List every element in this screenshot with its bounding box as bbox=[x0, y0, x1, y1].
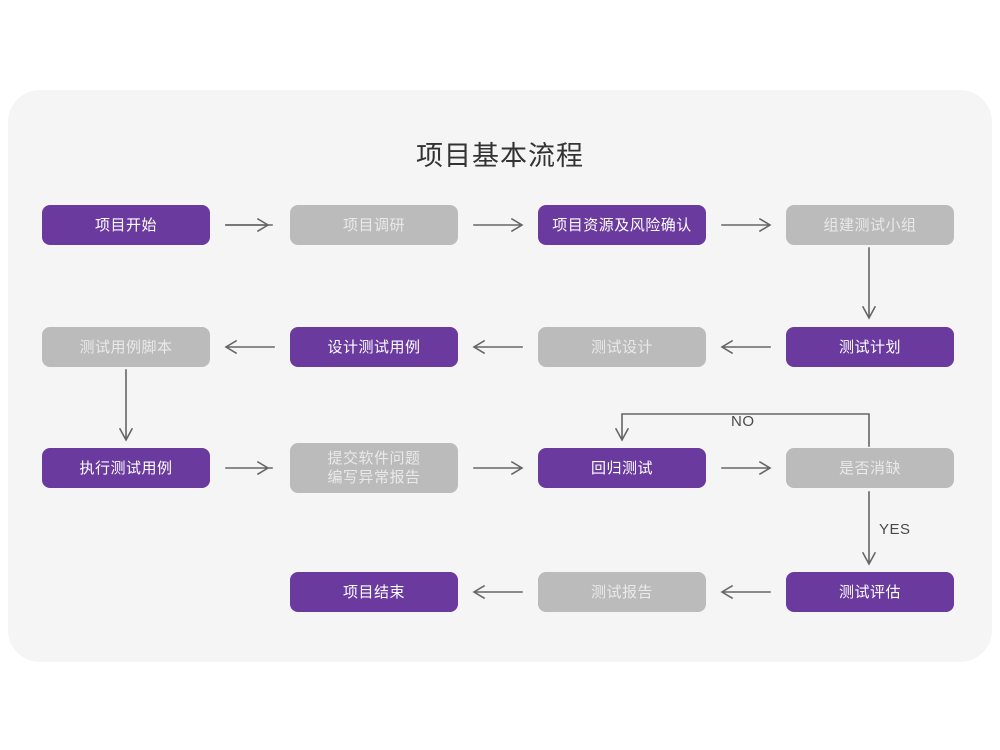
node-test-design[interactable]: 测试设计 bbox=[538, 327, 706, 367]
flowchart-panel bbox=[8, 90, 992, 662]
node-test-plan[interactable]: 测试计划 bbox=[786, 327, 954, 367]
node-build-test-team[interactable]: 组建测试小组 bbox=[786, 205, 954, 245]
edge-label-no: NO bbox=[731, 413, 755, 430]
node-project-start[interactable]: 项目开始 bbox=[42, 205, 210, 245]
node-project-end[interactable]: 项目结束 bbox=[290, 572, 458, 612]
page-title: 项目基本流程 bbox=[416, 141, 584, 171]
node-test-evaluation[interactable]: 测试评估 bbox=[786, 572, 954, 612]
edge-label-yes: YES bbox=[879, 521, 911, 538]
node-defect-resolved[interactable]: 是否消缺 bbox=[786, 448, 954, 488]
node-resource-risk-confirm[interactable]: 项目资源及风险确认 bbox=[538, 205, 706, 245]
node-execute-test-case[interactable]: 执行测试用例 bbox=[42, 448, 210, 488]
node-design-test-case[interactable]: 设计测试用例 bbox=[290, 327, 458, 367]
node-test-report[interactable]: 测试报告 bbox=[538, 572, 706, 612]
node-test-case-script[interactable]: 测试用例脚本 bbox=[42, 327, 210, 367]
node-regression-test[interactable]: 回归测试 bbox=[538, 448, 706, 488]
node-submit-issue-report[interactable]: 提交软件问题 编写异常报告 bbox=[290, 443, 458, 493]
node-project-research[interactable]: 项目调研 bbox=[290, 205, 458, 245]
